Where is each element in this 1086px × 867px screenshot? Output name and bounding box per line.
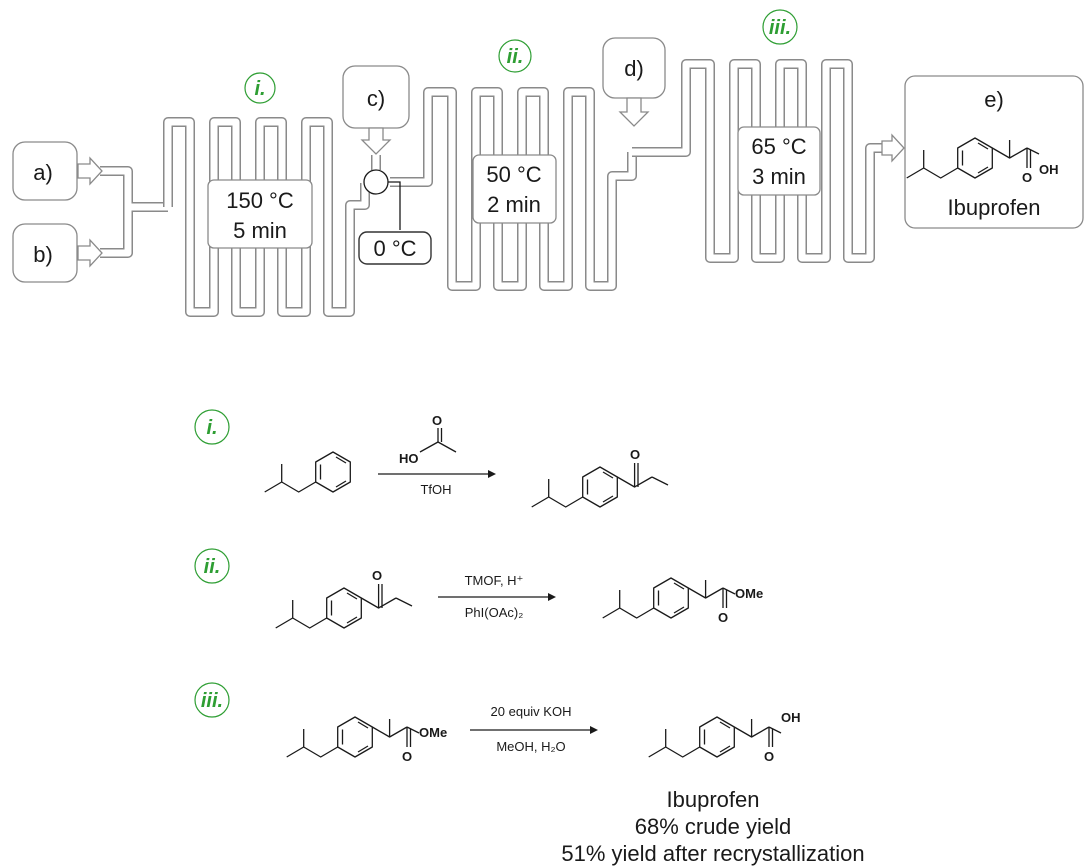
scheme-ii-start-o: O <box>372 568 382 583</box>
scheme-ii-product-ester <box>602 577 736 619</box>
scheme-i-product <box>531 463 669 508</box>
scheme-ii-product-o: O <box>718 610 728 625</box>
product-box-oh: OH <box>1039 162 1059 177</box>
scheme-iii-start-o: O <box>402 749 412 764</box>
svg-text:ii.: ii. <box>507 46 524 68</box>
scheme-ii-reagent-below: PhI(OAc)₂ <box>465 605 524 620</box>
summary-recryst-yield: 51% yield after recrystallization <box>561 841 864 866</box>
inlet-c-arrow <box>360 127 392 155</box>
inlet-d-label: d) <box>624 56 644 81</box>
reactor-ii-conditions-box <box>472 154 557 224</box>
scheme-i-step-label: i. <box>194 409 230 445</box>
reactor-iii-step-label: iii. <box>762 9 798 45</box>
inlet-a-label: a) <box>33 160 53 185</box>
reactor-i-conditions-box <box>207 179 313 249</box>
mixer-temp: 0 °C <box>373 236 416 261</box>
scheme-ii-step-label: ii. <box>194 548 230 584</box>
product-box-name: Ibuprofen <box>948 195 1041 220</box>
reactor-iii-temp: 65 °C <box>751 134 806 159</box>
inlet-a-box <box>12 141 78 201</box>
reactor-i-step-label: i. <box>244 72 276 104</box>
mixer-temp-box <box>358 231 432 265</box>
scheme-ii-starting-ketone <box>275 584 413 629</box>
reactor-ii-temp: 50 °C <box>486 162 541 187</box>
scheme-i-product-o: O <box>630 447 640 462</box>
scheme-iii-product-o: O <box>764 749 774 764</box>
svg-text:i.: i. <box>254 78 265 100</box>
inlet-b-box <box>12 223 78 283</box>
scheme-i-propionic-acid <box>419 428 457 453</box>
product-box-label: e) <box>984 87 1004 112</box>
scheme-iii-starting-ester <box>286 716 420 758</box>
summary-name: Ibuprofen <box>667 787 760 812</box>
scheme-iii-reagent-below: MeOH, H₂O <box>496 739 565 754</box>
inlet-c-label: c) <box>367 86 385 111</box>
product-box-o: O <box>1022 170 1032 185</box>
mixer-junction <box>363 169 389 195</box>
scheme-iii-product-ibuprofen <box>648 716 782 758</box>
flow-tubing <box>100 59 884 317</box>
inlet-a-arrow <box>77 156 103 186</box>
inlet-b-label: b) <box>33 242 53 267</box>
svg-text:iii.: iii. <box>201 690 223 712</box>
inlet-b-arrow <box>77 238 103 268</box>
reactor-iii-time: 3 min <box>752 164 806 189</box>
product-box <box>904 75 1084 229</box>
summary-crude-yield: 68% crude yield <box>635 814 792 839</box>
outlet-arrow <box>881 133 905 163</box>
scheme-i-reagent-below: TfOH <box>420 482 451 497</box>
svg-text:ii.: ii. <box>204 556 221 578</box>
scheme-iii-start-ome: OMe <box>419 725 447 740</box>
scheme-i-acid-o: O <box>432 413 442 428</box>
reactor-ii-time: 2 min <box>487 192 541 217</box>
scheme-ii-product-ome: OMe <box>735 586 763 601</box>
reactor-i-time: 5 min <box>233 218 287 243</box>
scheme-i-isobutylbenzene <box>264 451 351 493</box>
scheme-iii-reagent-above: 20 equiv KOH <box>491 704 572 719</box>
reactor-ii-step-label: ii. <box>498 39 532 73</box>
scheme-iii-step-label: iii. <box>194 682 230 718</box>
scheme-i-acid-ho: HO <box>399 451 419 466</box>
svg-text:iii.: iii. <box>769 17 791 39</box>
inlet-d-arrow <box>618 97 650 127</box>
reactor-iii-conditions-box <box>737 126 821 196</box>
mixer-lead <box>388 181 401 230</box>
svg-text:i.: i. <box>206 417 217 439</box>
product-box-structure <box>906 137 1040 179</box>
reactor-i-temp: 150 °C <box>226 188 294 213</box>
scheme-ii-reagent-above: TMOF, H⁺ <box>465 573 524 588</box>
scheme-iii-product-oh: OH <box>781 710 801 725</box>
